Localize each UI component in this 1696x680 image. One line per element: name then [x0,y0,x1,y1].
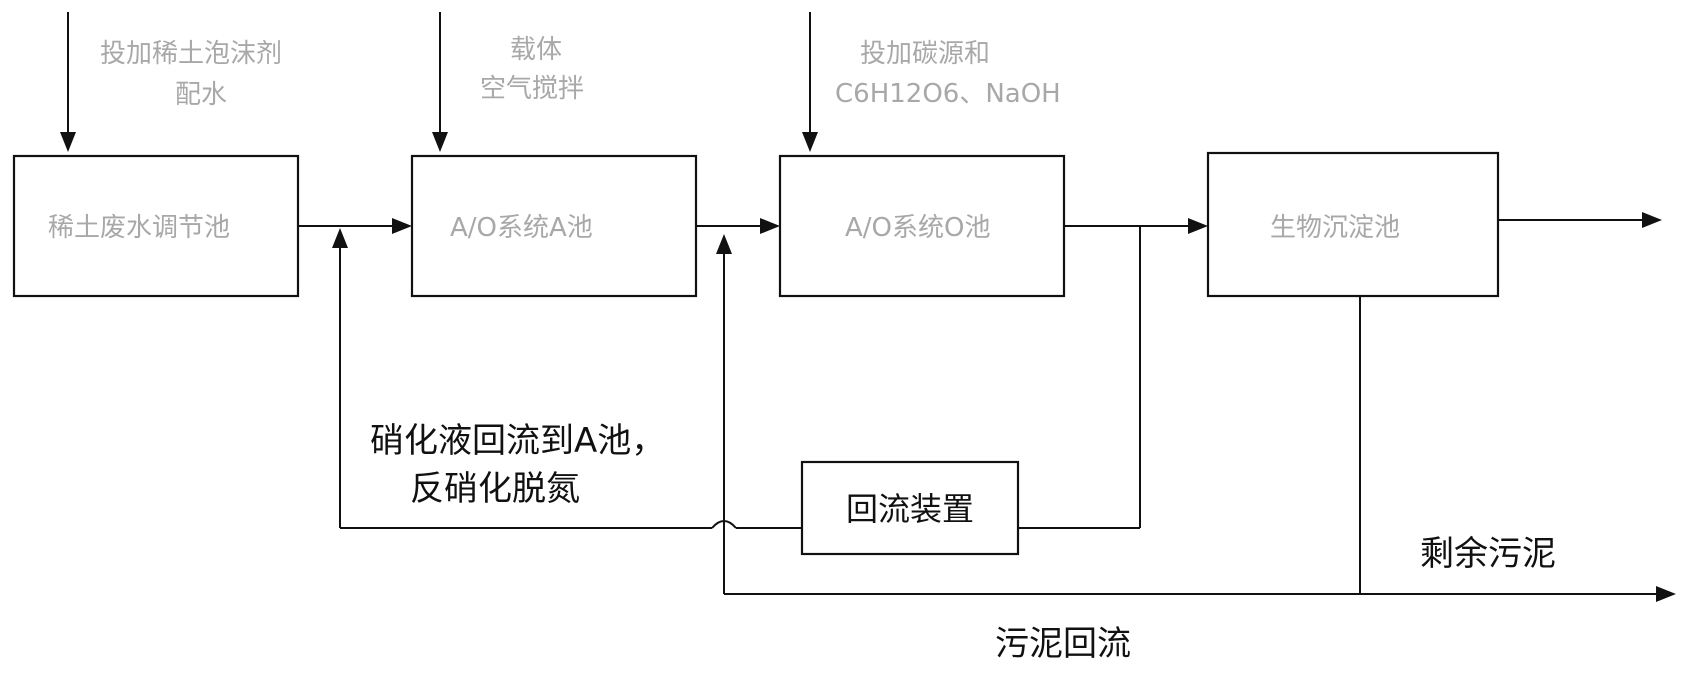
flow-arrow-1-to-2 [298,218,412,234]
sludge-reflux-loop [716,234,1361,595]
nitrification-reflux-label-line1: 硝化液回流到A池， [370,421,665,461]
process-box-1: 稀土废水调节池 [12,154,300,298]
flow-arrow-3-to-4 [1064,218,1208,234]
effluent-arrow [1498,212,1662,228]
reflux-device-box: 回流装置 [800,460,1020,556]
process-box-3-label: A/O系统O池 [845,213,990,243]
process-box-3: A/O系统O池 [778,154,1066,298]
input-arrow-2 [432,12,448,152]
input-arrow-3 [802,12,818,152]
reflux-device-label: 回流装置 [846,490,974,528]
input-1-line1: 投加稀土泡沫剂 [100,39,282,69]
input-1-line2: 配水 [175,80,227,110]
flow-arrow-2-to-3 [696,218,780,234]
process-box-1-label: 稀土废水调节池 [48,213,230,243]
process-box-4: 生物沉淀池 [1206,151,1500,298]
process-box-2: A/O系统A池 [410,154,698,298]
process-box-2-label: A/O系统A池 [450,213,593,243]
nitrification-reflux-loop [332,226,1141,529]
excess-sludge-arrow [1360,586,1676,602]
sludge-reflux-label: 污泥回流 [995,624,1131,664]
input-3-line2: C6H12O6、NaOH [835,79,1061,109]
process-box-4-label: 生物沉淀池 [1270,213,1400,243]
nitrification-reflux-label-line2: 反硝化脱氮 [410,469,580,509]
excess-sludge-label: 剩余污泥 [1420,534,1556,574]
input-3-line1: 投加碳源和 [860,39,990,69]
input-2-line1: 载体 [510,35,562,65]
input-arrow-1 [60,12,76,152]
input-2-line2: 空气搅拌 [480,74,584,104]
